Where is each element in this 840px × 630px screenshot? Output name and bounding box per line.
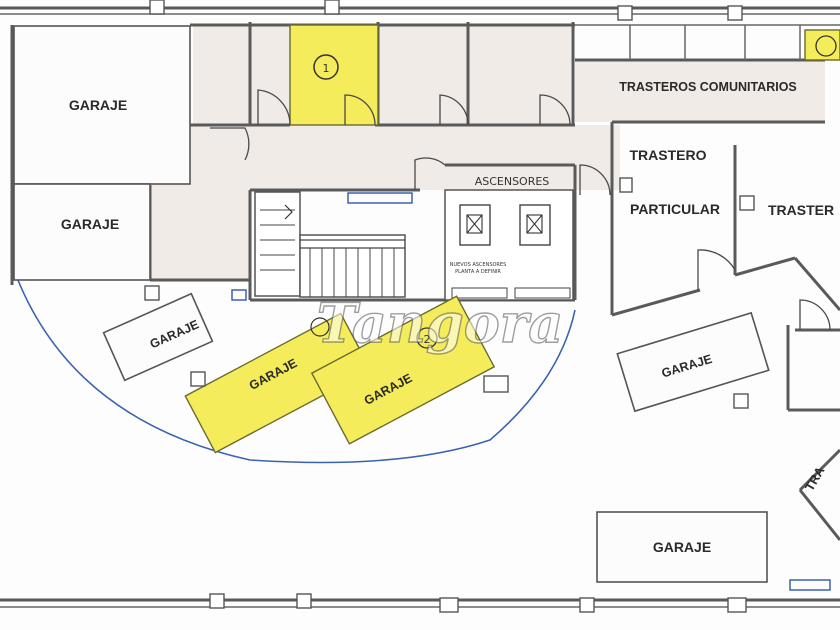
garage-label-5: GARAJE — [653, 539, 711, 555]
garage-2-marker: 2 — [424, 333, 431, 346]
elevator-note-line2: PLANTA A DEFINIR — [455, 269, 501, 275]
blue-door-marker — [347, 192, 413, 204]
garage-rotated-left — [102, 292, 214, 382]
staircase — [254, 191, 406, 298]
garage-yellow-1 — [184, 312, 372, 454]
corridor-areas — [150, 25, 825, 280]
garage-label-1: GARAJE — [69, 97, 127, 113]
garage-bottom — [596, 511, 768, 583]
elevator-note-line1: NUEVOS ASCENSORES — [450, 262, 507, 268]
trastero-partitions — [575, 24, 840, 60]
trasteros-comunitarios-label: TRASTEROS COMUNITARIOS — [619, 80, 797, 94]
storage-1-marker: 1 — [323, 62, 330, 75]
garage-mid-left — [13, 183, 151, 281]
ascensores-label: ASCENSORES — [475, 175, 550, 188]
watermark: Tangora — [317, 291, 563, 355]
elevator-shafts — [444, 189, 574, 301]
garage-1-marker-circle — [310, 317, 330, 337]
trastero-bottom-right-label: TRA — [802, 464, 827, 493]
trastero-label: TRASTERO — [630, 147, 707, 163]
pillars — [144, 0, 755, 613]
garage-yellow-2 — [310, 295, 496, 445]
storage-1-marker-circle — [313, 54, 339, 80]
garage-rotated-right — [616, 311, 770, 413]
trastero-right-label: TRASTER — [768, 202, 834, 218]
particular-label: PARTICULAR — [630, 201, 720, 217]
garage-2-marker-circle — [416, 327, 438, 349]
garage-top-left — [13, 25, 191, 185]
garage-label-2: GARAJE — [61, 216, 119, 232]
